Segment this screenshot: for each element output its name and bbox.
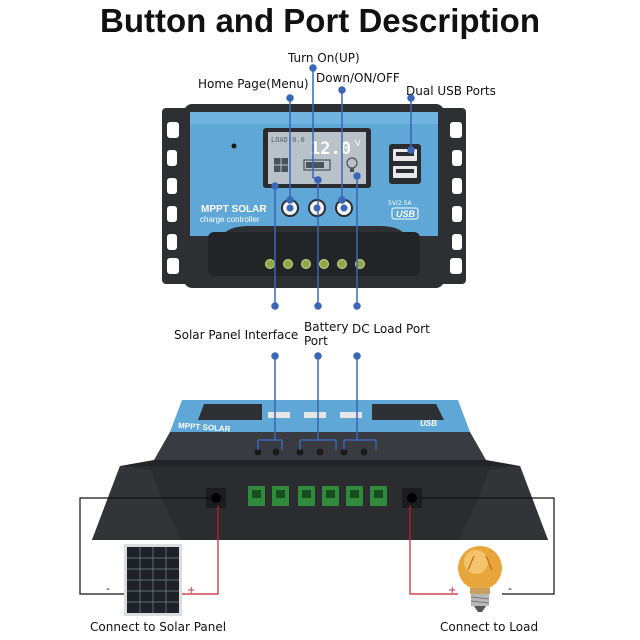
home-page-label: Home Page(Menu) <box>198 77 309 91</box>
battery-port-label-line2: Port <box>304 334 328 348</box>
usb-mark-text: USB <box>396 209 416 219</box>
lcd-mode-text: LOAD 0.0 <box>271 136 305 144</box>
charge-controller-bottom-view: MPPT SOLAR USB <box>92 400 548 540</box>
load-negative-sign: - <box>508 582 512 595</box>
connect-load-label: Connect to Load <box>440 620 539 634</box>
dual-usb-label: Dual USB Ports <box>406 84 496 98</box>
up-button[interactable] <box>308 199 326 217</box>
solar-negative-wire <box>79 497 210 595</box>
page-title: Button and Port Description <box>100 2 540 39</box>
light-bulb-image <box>458 546 502 612</box>
bottom-brand-text: MPPT SOLAR <box>178 421 231 434</box>
turn-on-label: Turn On(UP) <box>288 51 360 65</box>
connect-solar-label: Connect to Solar Panel <box>90 620 227 634</box>
solar-negative-sign: - <box>106 582 110 595</box>
lcd-battery-icon <box>303 159 331 171</box>
brand-line1: MPPT SOLAR <box>201 204 267 215</box>
solar-panel-image <box>124 544 182 616</box>
bottom-usb-text: USB <box>420 419 437 428</box>
top-callout-pointers <box>271 64 415 310</box>
load-negative-wire <box>418 497 555 595</box>
usb-spec-text: 5V/2.5A <box>388 200 412 207</box>
dc-load-port-label: DC Load Port <box>352 322 430 336</box>
lcd-solar-icon <box>274 158 288 172</box>
wiring <box>79 497 555 595</box>
solar-positive-sign: + <box>187 585 195 596</box>
bottom-callout-pointers <box>257 352 377 450</box>
battery-port-label-line1: Battery <box>304 320 349 334</box>
brand-line2: charge controller <box>200 215 260 224</box>
load-positive-wire <box>409 506 458 595</box>
load-positive-sign: + <box>448 585 456 596</box>
charge-controller-front: LOAD 0.0 12.0 V MPPT SOLAR charge contro… <box>162 104 466 288</box>
solar-panel-interface-label: Solar Panel Interface <box>174 328 299 342</box>
lcd-value-text: 12.0 <box>310 139 351 159</box>
solar-positive-wire <box>182 506 219 595</box>
down-on-off-label: Down/ON/OFF <box>316 71 400 85</box>
green-terminal-blocks <box>248 486 387 506</box>
lcd-bulb-icon <box>346 157 358 172</box>
lcd-unit-text: V <box>355 139 361 148</box>
